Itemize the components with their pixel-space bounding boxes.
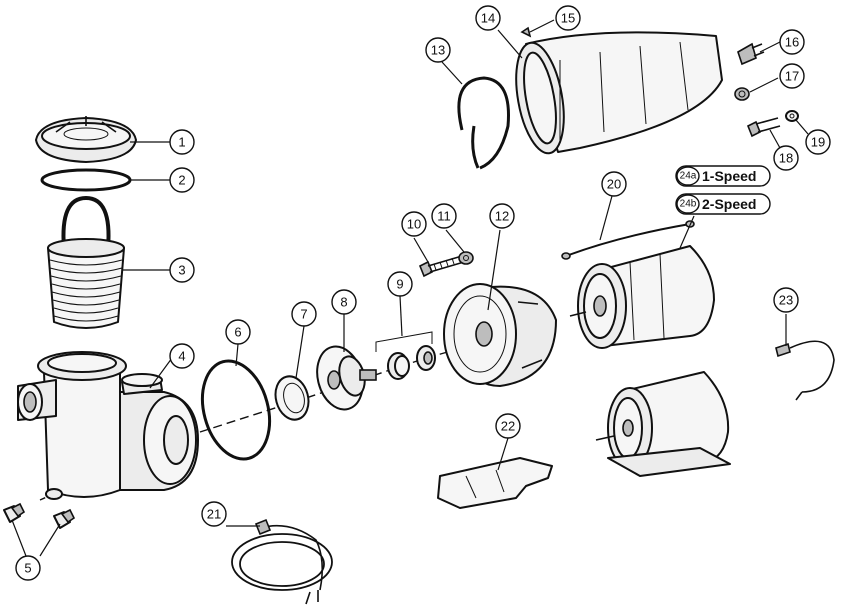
strainer-cover — [35, 116, 137, 163]
callout-22-label: 22 — [501, 419, 515, 434]
callout-2-label: 2 — [178, 173, 185, 188]
seal-plate-bolt — [418, 255, 465, 278]
callout-14-label: 14 — [481, 11, 495, 26]
callout-6-label: 6 — [234, 325, 241, 340]
motor-upper — [569, 245, 715, 349]
callout-20-label: 20 — [607, 177, 621, 192]
callout-16: 16 — [779, 29, 805, 55]
callout-12: 12 — [489, 203, 515, 229]
housing-o-ring — [200, 359, 272, 461]
callout-8: 8 — [331, 289, 357, 315]
callout-10-label: 10 — [407, 217, 421, 232]
callout-11-label: 11 — [437, 209, 451, 224]
callout-3: 3 — [169, 257, 195, 283]
callout-9: 9 — [387, 271, 413, 297]
callout-18-label: 18 — [779, 151, 793, 166]
motor-variant-2-speed: 24b 2-Speed — [675, 193, 771, 215]
callout-14: 14 — [475, 5, 501, 31]
variant-label-1-speed: 1-Speed — [702, 168, 756, 184]
washer — [785, 110, 799, 122]
drain-plugs — [3, 502, 76, 529]
speed-switch — [737, 42, 765, 66]
motor-lower — [595, 371, 731, 477]
callout-21: 21 — [201, 501, 227, 527]
callout-13-label: 13 — [431, 43, 445, 58]
cover-o-ring — [40, 168, 132, 192]
callout-4: 4 — [169, 343, 195, 369]
motor-support — [437, 457, 553, 509]
motor-cover — [515, 31, 723, 155]
callout-1-label: 1 — [178, 135, 185, 150]
variant-code-24a: 24a — [680, 171, 697, 182]
pump-housing — [17, 351, 199, 500]
bushing — [734, 87, 750, 101]
callout-3-label: 3 — [178, 263, 185, 278]
callout-17-label: 17 — [785, 69, 799, 84]
variant-label-2-speed: 2-Speed — [702, 196, 756, 212]
variant-code-24b: 24b — [680, 199, 697, 210]
callout-2: 2 — [169, 167, 195, 193]
callout-1: 1 — [169, 129, 195, 155]
callout-19: 19 — [805, 129, 831, 155]
diffuser-gasket — [274, 375, 310, 421]
callout-18: 18 — [773, 145, 799, 171]
callout-12-label: 12 — [495, 209, 509, 224]
callout-7: 7 — [291, 301, 317, 327]
callout-11: 11 — [431, 203, 457, 229]
callout-21-label: 21 — [207, 507, 221, 522]
callout-17: 17 — [779, 63, 805, 89]
callout-5-label: 5 — [24, 561, 31, 576]
callout-15: 15 — [555, 5, 581, 31]
callout-5: 5 — [15, 555, 41, 581]
callout-22: 22 — [495, 413, 521, 439]
callout-16-label: 16 — [785, 35, 799, 50]
cover-bolt — [746, 117, 781, 138]
impeller — [316, 345, 377, 411]
motor-variant-1-speed: 24a 1-Speed — [675, 165, 771, 187]
ground-wire — [561, 220, 695, 260]
callout-7-label: 7 — [300, 307, 307, 322]
callout-4-label: 4 — [178, 349, 185, 364]
seal-plate-nut — [458, 251, 474, 265]
callout-19-label: 19 — [811, 135, 825, 150]
shaft-seal — [375, 331, 436, 380]
capacitor-lead — [775, 340, 835, 401]
cover-screw — [520, 26, 532, 38]
callout-6: 6 — [225, 319, 251, 345]
power-cord — [231, 518, 333, 605]
callout-15-label: 15 — [561, 11, 575, 26]
callout-13: 13 — [425, 37, 451, 63]
callout-23-label: 23 — [779, 293, 793, 308]
seal-plate — [443, 283, 557, 387]
callout-8-label: 8 — [340, 295, 347, 310]
callout-10: 10 — [401, 211, 427, 237]
strainer-basket — [47, 195, 125, 329]
callout-23: 23 — [773, 287, 799, 313]
callout-20: 20 — [601, 171, 627, 197]
clamp-ring — [457, 76, 510, 170]
callout-9-label: 9 — [396, 277, 403, 292]
leader-lines — [11, 19, 809, 557]
